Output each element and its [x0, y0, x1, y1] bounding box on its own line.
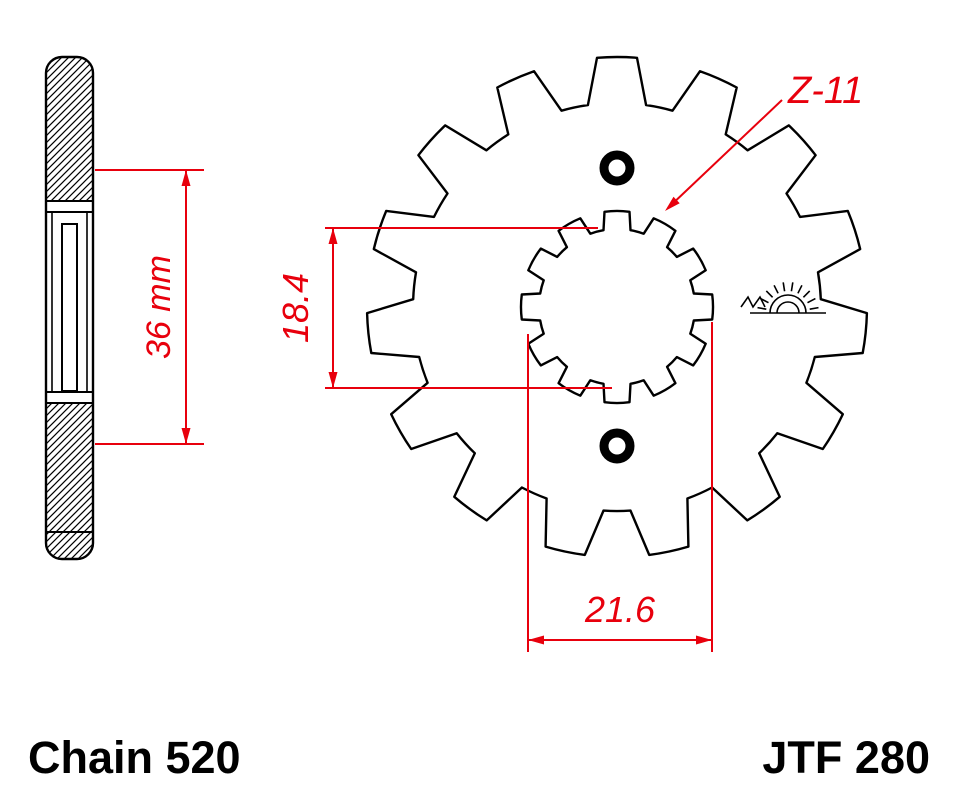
hatch-bottom-section: [46, 403, 93, 559]
logo-sun-ray: [757, 306, 767, 310]
leader-line: [667, 99, 783, 209]
arrowhead-down: [328, 372, 338, 388]
callout-z11: Z-11: [665, 70, 863, 211]
hatch-top-section: [46, 57, 93, 201]
bottom-lightening-hole: [599, 428, 635, 464]
dim-36mm-label: 36 mm: [140, 255, 178, 359]
logo-sun-ray: [802, 290, 811, 298]
dim-21-6-label: 21.6: [584, 589, 656, 630]
logo-sun-ray: [773, 284, 779, 294]
logo-sun-ray: [797, 284, 803, 294]
bore-channel: [61, 223, 78, 392]
spline-bore-outline: [519, 209, 715, 405]
teeth-callout-label: Z-11: [787, 70, 863, 112]
logo-sun-arc: [769, 294, 807, 314]
arrowhead-leader: [665, 196, 680, 211]
dim-18-4-label: 18.4: [275, 273, 316, 343]
jt-sun-logo: [740, 282, 826, 314]
dimension-21-6: 21.6: [527, 322, 713, 652]
title-labels: Chain 520 JTF 280: [28, 732, 930, 783]
logo-zigzag: [740, 295, 766, 309]
logo-sun-ray: [765, 290, 774, 298]
logo-sun-ray: [790, 282, 794, 292]
top-lightening-hole: [599, 150, 635, 186]
arrowhead-down: [181, 428, 191, 444]
side-view: [44, 55, 95, 561]
front-view: [365, 55, 869, 557]
dimension-36mm: 36 mm: [95, 169, 204, 445]
part-number-label: JTF 280: [762, 732, 930, 783]
arrowhead-up: [181, 170, 191, 186]
arrowhead-left: [528, 635, 544, 645]
chain-size-label: Chain 520: [28, 732, 241, 783]
dimension-18-4: 18.4: [275, 227, 612, 389]
logo-sun-inner-arc: [776, 301, 800, 314]
logo-sun-ray: [809, 306, 819, 310]
arrowhead-up: [328, 228, 338, 244]
logo-sun-ray: [807, 297, 816, 304]
logo-sun-rays: [757, 282, 819, 310]
logo-sun-ray: [782, 282, 786, 292]
arrowhead-right: [696, 635, 712, 645]
